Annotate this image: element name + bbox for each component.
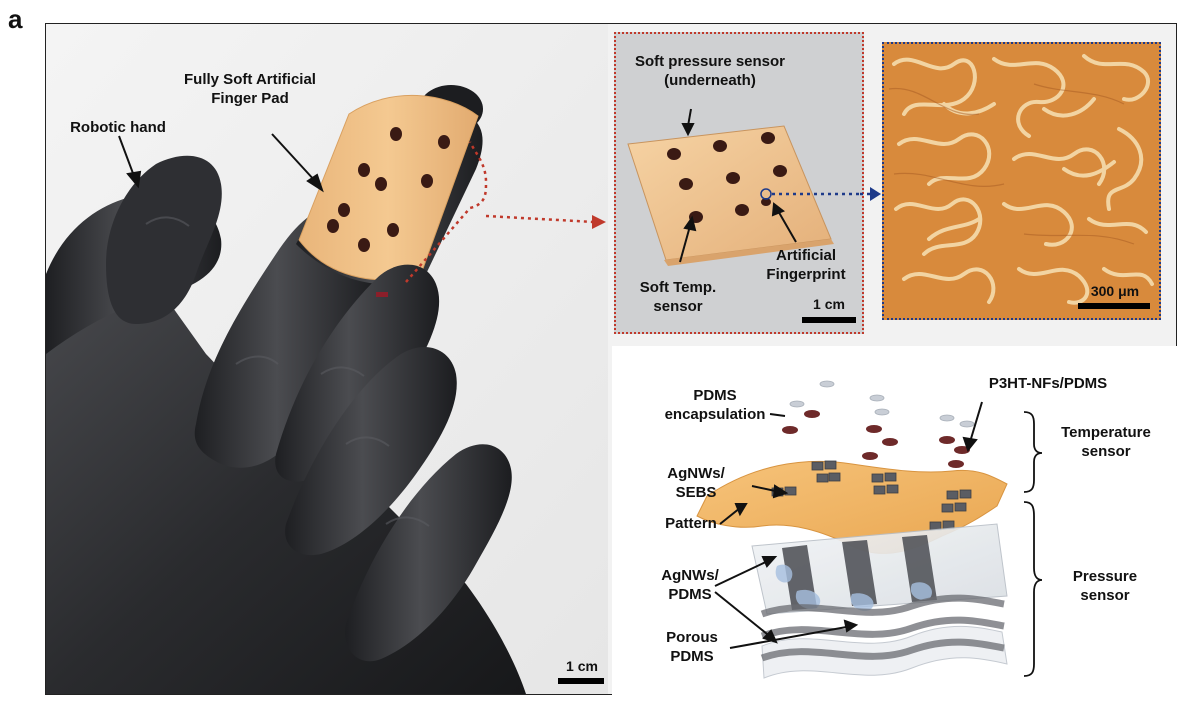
label-pdms-encapsulation: PDMS encapsulation	[664, 387, 766, 423]
panel-letter-a: a	[8, 4, 23, 34]
scale-bar-label-hand: 1 cm	[566, 658, 598, 674]
label-pressure-sensor: Pressure sensor	[1072, 568, 1138, 604]
label-agnws-pdms: AgNWs/ PDMS	[661, 567, 719, 603]
scale-bar-label-micro: 300 μm	[1090, 283, 1140, 299]
blue-connector-arrow	[860, 187, 881, 201]
label-p3ht-nfs-pdms: P3HT-NFs/PDMS	[988, 375, 1108, 392]
scale-bar-label-pad: 1 cm	[813, 296, 845, 312]
scale-bar-pad	[802, 317, 856, 323]
label-soft-temp-sensor: Soft Temp. sensor	[639, 279, 717, 315]
sensor-exploded-diagram	[696, 380, 1043, 679]
label-pattern: Pattern	[665, 515, 717, 532]
label-temperature-sensor: Temperature sensor	[1061, 424, 1151, 460]
label-robotic-hand: Robotic hand	[70, 119, 166, 136]
label-pressure-sensor-underneath: Soft pressure sensor (underneath)	[634, 53, 786, 89]
label-artificial-fingerprint: Artificial Fingerprint	[766, 247, 846, 283]
inset-pad-photo	[616, 34, 862, 332]
robotic-hand-photo	[46, 24, 608, 694]
scale-bar-micro	[1078, 303, 1150, 309]
label-finger-pad: Fully Soft Artificial Finger Pad	[184, 71, 316, 107]
label-porous-pdms: Porous PDMS	[666, 629, 718, 665]
fingerprint-micrograph	[884, 44, 1159, 318]
scale-bar-hand	[558, 678, 604, 684]
label-agnws-sebs: AgNWs/ SEBS	[667, 465, 725, 501]
